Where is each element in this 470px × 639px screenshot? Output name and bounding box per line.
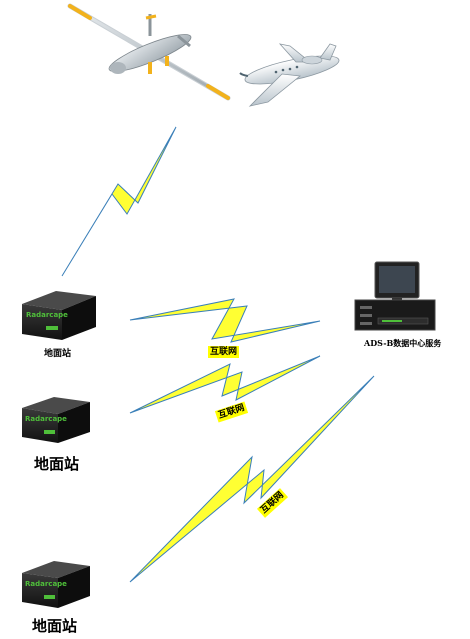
drone-icon [67,3,231,101]
ground-station-label-1: 地面站 [44,349,72,359]
internet-link-bolt-2 [129,355,321,414]
device-brand: Radarcape [26,311,68,319]
internet-link-bolt-1 [129,298,321,343]
ground-station-label-2: 地面站 [34,455,80,473]
server-label: ADS-B数据中心服务 [364,338,442,348]
server-icon [354,261,436,331]
device-brand: Radarcape [25,415,67,423]
internet-link-label-1: 互联网 [208,346,240,358]
internet-link-bolt-3 [129,375,375,583]
ground-station-device-2: Radarcape [22,397,90,443]
airplane-icon [239,43,340,107]
ground-station-label-3: 地面站 [32,617,78,635]
ground-station-device-3: Radarcape [22,561,90,608]
wireless-link-bolt [61,126,177,277]
ground-station-device-1: Radarcape [22,291,96,340]
device-brand: Radarcape [25,580,67,588]
